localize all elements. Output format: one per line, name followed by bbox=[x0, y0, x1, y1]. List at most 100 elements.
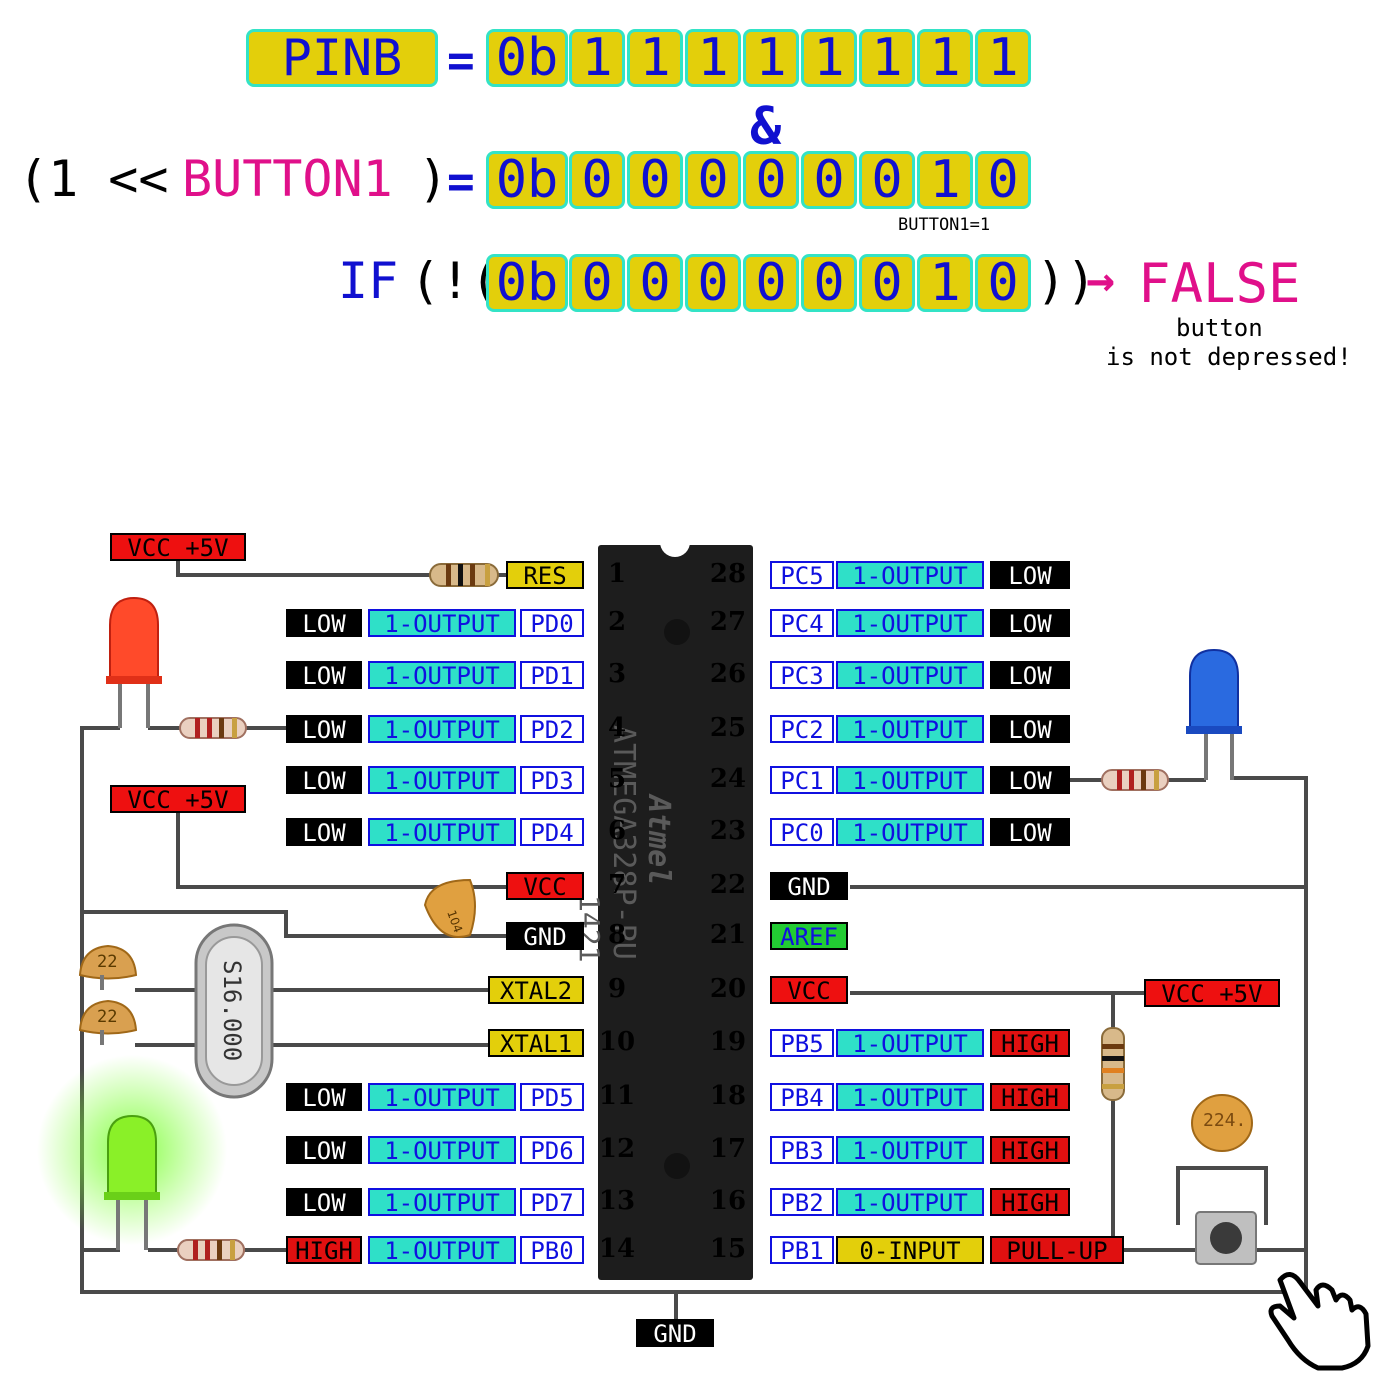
pin-label-pd5: PD5 bbox=[520, 1083, 584, 1111]
pin-number: 19 bbox=[709, 1027, 747, 1057]
pin-label-pc1: PC1 bbox=[770, 766, 834, 794]
bit-cell: 1 bbox=[917, 29, 973, 87]
led-red-icon bbox=[106, 596, 162, 728]
bit-cell: 1 bbox=[801, 29, 857, 87]
button1-label: BUTTON1 bbox=[182, 150, 393, 208]
bit-cell: 0 bbox=[743, 254, 799, 312]
pin-label-xtal2: XTAL2 bbox=[488, 976, 584, 1004]
pin-number: 3 bbox=[607, 659, 627, 689]
state-badge: LOW bbox=[286, 715, 362, 743]
pinb-cell: PINB bbox=[246, 29, 438, 87]
pin-number: 22 bbox=[709, 870, 747, 900]
pin-label-xtal1: XTAL1 bbox=[488, 1029, 584, 1057]
bit-cell: 0 bbox=[801, 151, 857, 209]
state-badge: HIGH bbox=[990, 1029, 1070, 1057]
vcc-label: VCC +5V bbox=[110, 785, 246, 813]
pin-number: 2 bbox=[607, 607, 627, 637]
comment-line-1: button bbox=[1176, 314, 1263, 342]
bit-cell: 0 bbox=[975, 151, 1031, 209]
bit-cell: 0 bbox=[801, 254, 857, 312]
state-badge: LOW bbox=[990, 715, 1070, 743]
bit-cell: 1 bbox=[743, 29, 799, 87]
capacitor-icon bbox=[78, 944, 138, 990]
bit-cell: 1 bbox=[685, 29, 741, 87]
atmega-chip: Atmel ATMEGA328P-PU 1421 bbox=[573, 539, 753, 1280]
capacitor-icon bbox=[78, 999, 138, 1045]
pin-label-pb1: PB1 bbox=[770, 1236, 834, 1264]
and-operator: & bbox=[750, 97, 782, 157]
pin-number: 27 bbox=[709, 607, 747, 637]
pin-number: 5 bbox=[607, 764, 627, 794]
pin-label-vcc: VCC bbox=[506, 872, 584, 900]
chip-pin1-dot bbox=[664, 619, 690, 645]
mode-badge: 1-OUTPUT bbox=[368, 1236, 516, 1264]
vcc-label: VCC +5V bbox=[1144, 979, 1280, 1007]
bit-cell: 1 bbox=[569, 29, 625, 87]
pin-label-pc4: PC4 bbox=[770, 609, 834, 637]
resistor-icon bbox=[1101, 769, 1169, 791]
mode-badge: 1-OUTPUT bbox=[836, 1136, 984, 1164]
mode-badge: 1-OUTPUT bbox=[836, 766, 984, 794]
cap-224-label: 224. bbox=[1203, 1110, 1247, 1131]
pin-label-pc2: PC2 bbox=[770, 715, 834, 743]
bit-cell: 0 bbox=[685, 254, 741, 312]
pin-number: 26 bbox=[709, 659, 747, 689]
resistor-icon bbox=[1101, 1027, 1125, 1101]
mode-badge: 1-OUTPUT bbox=[368, 715, 516, 743]
state-badge: HIGH bbox=[990, 1136, 1070, 1164]
bit-cell: 0 bbox=[627, 151, 683, 209]
pointing-hand-icon bbox=[1268, 1272, 1371, 1371]
result-false: FALSE bbox=[1138, 252, 1301, 315]
shift-close: ) bbox=[418, 150, 449, 208]
pin-label-gnd: GND bbox=[770, 872, 848, 900]
pin-number: 25 bbox=[709, 713, 747, 743]
bit-cell: 1 bbox=[859, 29, 915, 87]
pin-label-vcc: VCC bbox=[770, 976, 848, 1004]
pin-label-pc5: PC5 bbox=[770, 561, 834, 589]
bit-cell: 1 bbox=[627, 29, 683, 87]
state-badge: HIGH bbox=[286, 1236, 362, 1264]
resistor-icon bbox=[179, 717, 247, 739]
pin-number: 1 bbox=[607, 559, 627, 589]
pin-label-pb5: PB5 bbox=[770, 1029, 834, 1057]
state-badge: LOW bbox=[286, 766, 362, 794]
bit-cell: 0 bbox=[685, 151, 741, 209]
mode-badge: 1-OUTPUT bbox=[836, 1188, 984, 1216]
pin-number: 15 bbox=[709, 1234, 747, 1264]
pin-label-pb0: PB0 bbox=[520, 1236, 584, 1264]
bit-cell: 0 bbox=[859, 151, 915, 209]
mode-badge: 1-OUTPUT bbox=[368, 1136, 516, 1164]
equals-sign-1: = bbox=[447, 33, 475, 87]
prefix-cell-2: 0b bbox=[486, 151, 568, 209]
prefix-cell-3: 0b bbox=[486, 254, 568, 312]
if-keyword: IF bbox=[338, 252, 399, 310]
comment-line-2: is not depressed! bbox=[1106, 343, 1352, 371]
state-badge: LOW bbox=[990, 766, 1070, 794]
bit-cell: 1 bbox=[917, 151, 973, 209]
pin-label-pd2: PD2 bbox=[520, 715, 584, 743]
pin-label-pd7: PD7 bbox=[520, 1188, 584, 1216]
vcc-label: VCC +5V bbox=[110, 533, 246, 561]
mode-badge: 1-OUTPUT bbox=[836, 1083, 984, 1111]
state-badge: LOW bbox=[286, 1083, 362, 1111]
bit-cell: 0 bbox=[975, 254, 1031, 312]
bit-cell: 0 bbox=[743, 151, 799, 209]
mode-badge: 1-OUTPUT bbox=[368, 609, 516, 637]
not-open: (!( bbox=[410, 252, 501, 310]
pin-number: 20 bbox=[709, 974, 747, 1004]
pin-label-pd3: PD3 bbox=[520, 766, 584, 794]
gnd-label: GND bbox=[636, 1319, 714, 1347]
pin-number: 4 bbox=[607, 713, 627, 743]
pin-number: 28 bbox=[709, 559, 747, 589]
mode-badge: 1-OUTPUT bbox=[368, 661, 516, 689]
pin-label-pd6: PD6 bbox=[520, 1136, 584, 1164]
capacitor-icon: 104 bbox=[423, 878, 476, 938]
pin-number: 9 bbox=[607, 974, 627, 1004]
pin-label-pb4: PB4 bbox=[770, 1083, 834, 1111]
shift-open: (1 << bbox=[18, 150, 169, 208]
led-blue-icon bbox=[1186, 648, 1242, 780]
mode-badge: 1-OUTPUT bbox=[836, 818, 984, 846]
pin-label-pd0: PD0 bbox=[520, 609, 584, 637]
pin-number: 21 bbox=[709, 920, 747, 950]
